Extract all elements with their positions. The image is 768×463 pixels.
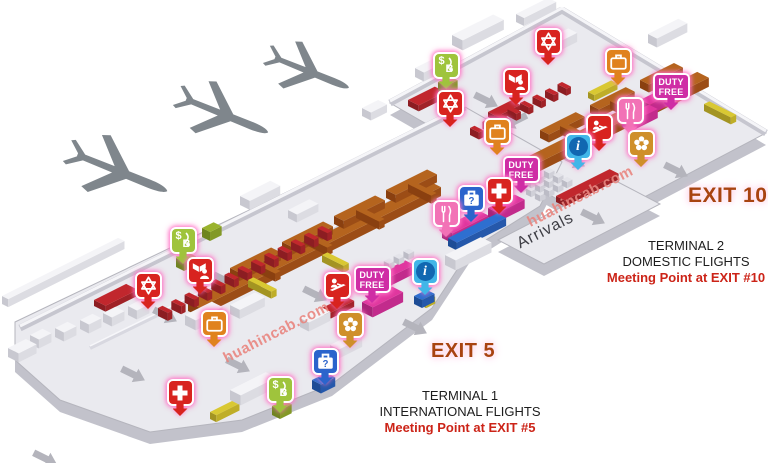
- baggage-claim-icon: [483, 118, 511, 155]
- star-icon: [534, 28, 562, 65]
- star-icon: [436, 90, 464, 127]
- terminal-1-title: TERMINAL 1: [421, 388, 499, 403]
- terminal-1-meeting-point: Meeting Point at EXIT #5: [384, 420, 536, 435]
- airplane-icon: [256, 31, 359, 112]
- currency-exchange-icon: $B: [266, 376, 294, 413]
- terminal-1-caption: TERMINAL 1 INTERNATIONAL FLIGHTS Meeting…: [372, 388, 548, 436]
- terminal-2-title: TERMINAL 2: [647, 238, 725, 253]
- svg-text:?: ?: [322, 359, 328, 370]
- medical-icon: [485, 177, 513, 214]
- svg-text:?: ?: [468, 196, 474, 207]
- airplane-icon: [55, 122, 179, 220]
- restaurant-icon: [432, 200, 460, 237]
- exit-5-label: EXIT 5: [431, 340, 496, 362]
- terminal-2-caption: TERMINAL 2 DOMESTIC FLIGHTS Meeting Poin…: [600, 238, 768, 286]
- information-icon: i: [564, 133, 592, 170]
- medical-icon: [166, 379, 194, 416]
- currency-exchange-icon: $B: [169, 227, 197, 264]
- baggage-claim-icon: [200, 310, 228, 347]
- immigration-desk-icon: [585, 114, 613, 151]
- airplane-icon: [166, 69, 279, 159]
- terminal-1-subtitle: INTERNATIONAL FLIGHTS: [379, 404, 541, 419]
- exit-10-label: EXIT 10: [688, 184, 768, 207]
- restaurant-icon: [616, 97, 644, 134]
- passport-control-icon: [502, 68, 530, 105]
- baggage-inquiry-icon: ?: [311, 348, 339, 385]
- passport-control-icon: [186, 257, 214, 294]
- immigration-desk-icon: [323, 272, 351, 309]
- baggage-inquiry-icon: ?: [457, 185, 485, 222]
- direction-arrow-icon: [30, 446, 61, 463]
- information-icon: i: [411, 258, 439, 295]
- flower-shop-icon: [627, 130, 655, 167]
- flower-shop-icon: [336, 311, 364, 348]
- baggage-claim-icon: [604, 48, 632, 85]
- star-icon: [134, 272, 162, 309]
- terminal-2-subtitle: DOMESTIC FLIGHTS: [622, 254, 750, 269]
- currency-exchange-icon: $B: [432, 52, 460, 89]
- terminal-2-meeting-point: Meeting Point at EXIT #10: [606, 270, 766, 285]
